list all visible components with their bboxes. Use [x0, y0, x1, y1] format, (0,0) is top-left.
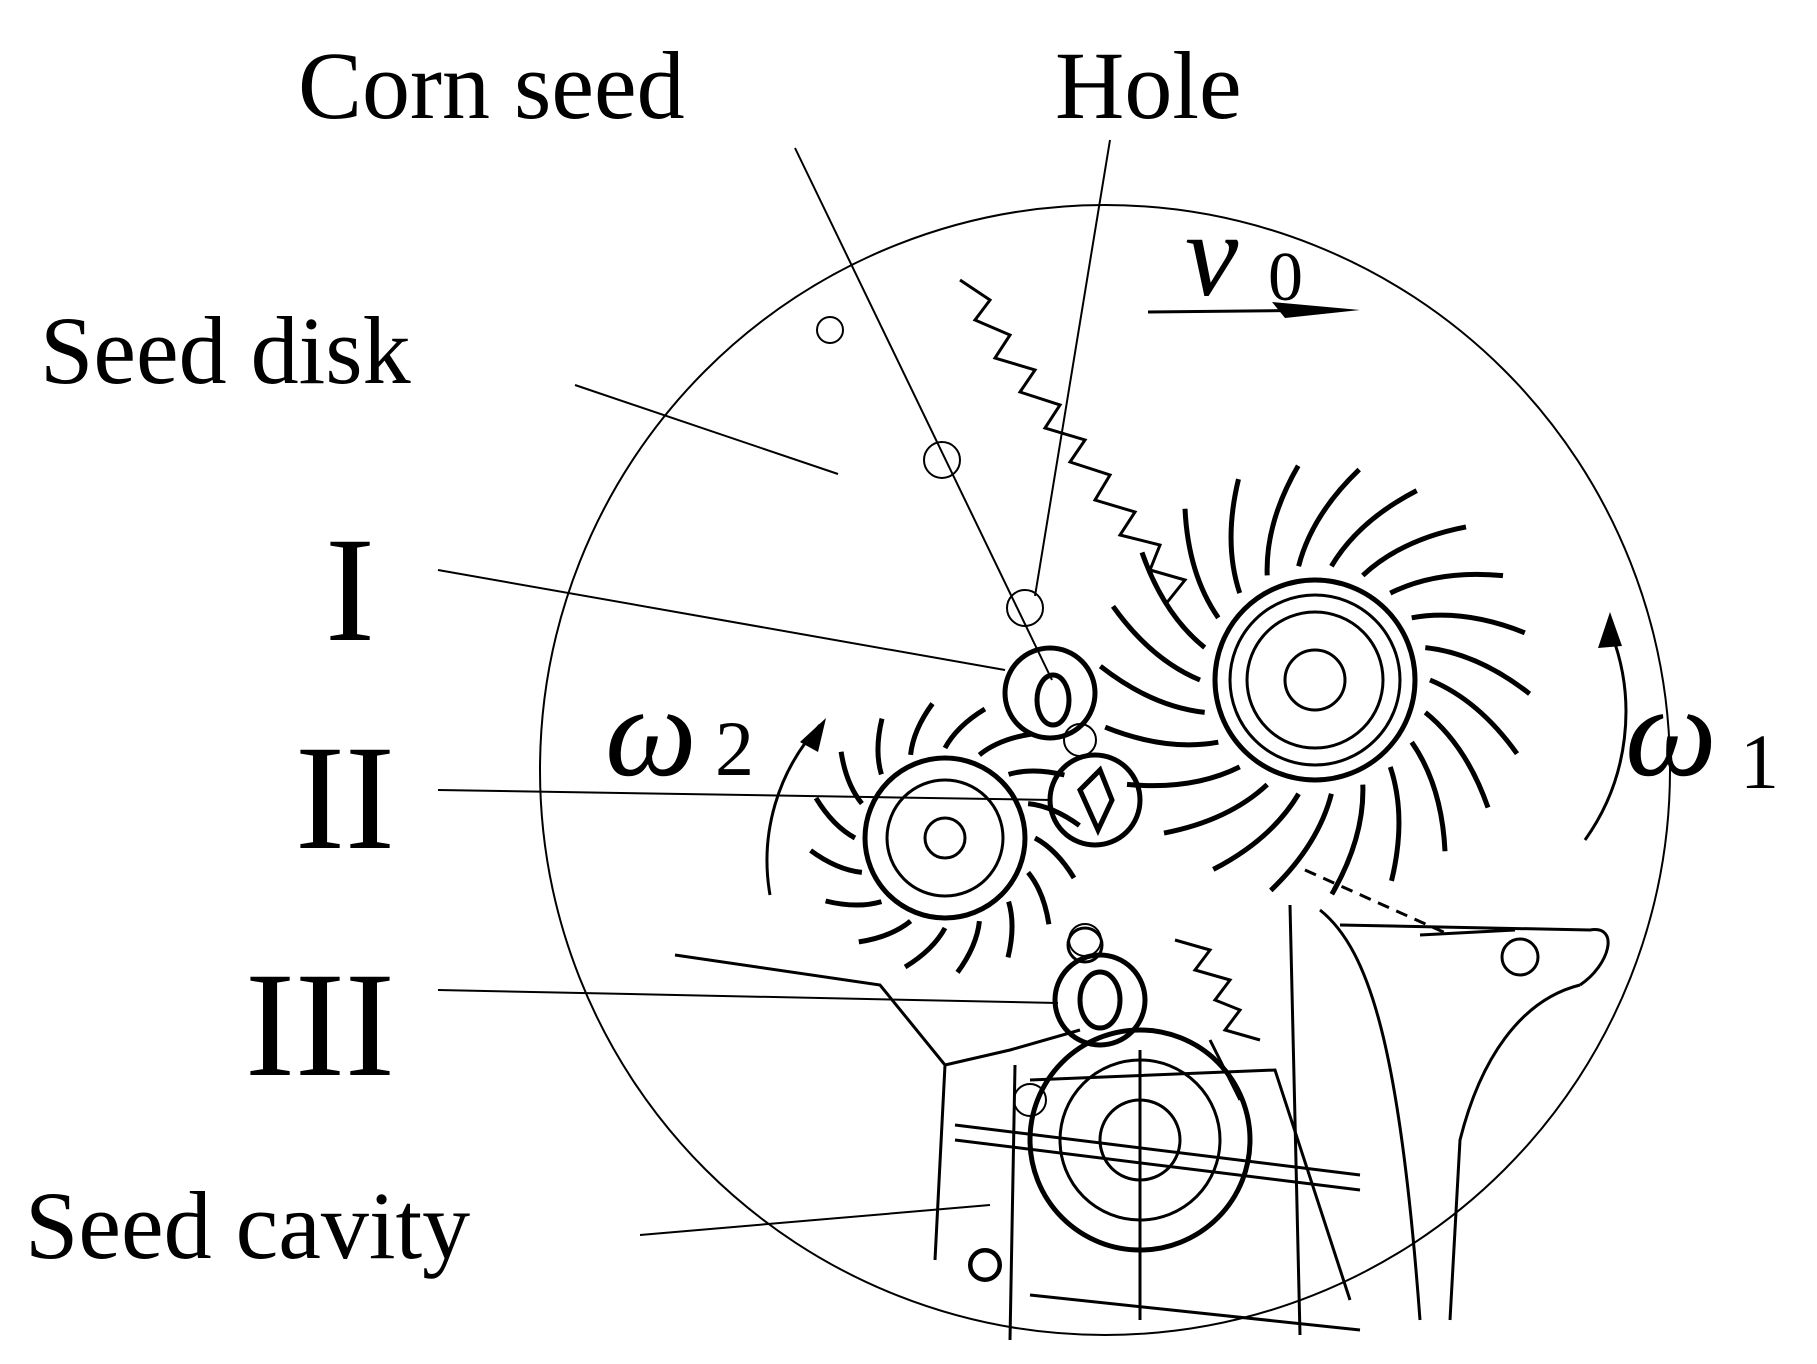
brush-blade — [1110, 604, 1201, 683]
symbol-omega2-subscript: 2 — [715, 705, 754, 792]
symbol-v: v — [1185, 188, 1239, 321]
stage-1-circle — [1002, 645, 1098, 741]
brush-blade — [1212, 792, 1301, 872]
brush-blade — [1163, 782, 1269, 836]
label-corn-seed: Corn seed — [298, 32, 685, 139]
brush-blade — [1389, 571, 1504, 596]
brush-blade — [908, 702, 935, 756]
brush-blade — [1387, 766, 1402, 882]
omega1-arrowhead — [1598, 612, 1622, 648]
label-hole: Hole — [1055, 32, 1242, 139]
brush-blade — [1098, 664, 1205, 715]
label-stage-2: II — [295, 715, 395, 881]
symbol-v-subscript: 0 — [1268, 239, 1303, 316]
stage-2-circle — [1047, 752, 1143, 848]
brush-blade — [1429, 677, 1520, 756]
brush-blade — [1269, 793, 1334, 893]
brush-blade — [1409, 740, 1448, 852]
brush-blade — [1264, 464, 1301, 576]
brush-blade — [1423, 710, 1491, 809]
brush-blade — [903, 926, 948, 970]
brush-blade — [1126, 764, 1241, 789]
label-stage-1: I — [325, 507, 375, 673]
brush-blade — [1026, 870, 1052, 925]
brush-blade — [809, 848, 863, 875]
symbol-omega1-subscript: 1 — [1740, 718, 1779, 805]
seed-disk-outline — [539, 204, 1671, 1336]
label-seed-cavity: Seed cavity — [25, 1172, 470, 1279]
brush-blade — [1329, 784, 1366, 896]
leader-lines — [437, 139, 1111, 1236]
brush-blade — [1228, 478, 1243, 594]
brush-blade — [858, 919, 913, 945]
brush-blade — [1139, 551, 1207, 650]
omega1-arc — [1583, 629, 1628, 841]
label-stage-3: III — [245, 942, 395, 1108]
brush-blade — [977, 731, 1032, 757]
lower-hub — [1027, 1027, 1253, 1253]
small-brush-wheel — [809, 702, 1081, 974]
brush-blade — [1005, 900, 1015, 958]
symbol-omega2: ω — [605, 660, 697, 804]
brush-strip-upper — [959, 278, 1188, 606]
brush-blade — [813, 796, 857, 841]
brush-blade — [1033, 835, 1077, 880]
brush-blade — [1296, 467, 1361, 567]
label-seed-disk: Seed disk — [40, 297, 411, 404]
brush-blade — [1411, 612, 1526, 636]
brush-blade — [1182, 508, 1221, 620]
brush-strip-lower — [1174, 938, 1261, 1042]
brush-blade — [1361, 524, 1467, 578]
brush-blade — [838, 751, 864, 806]
brush-blade — [942, 706, 987, 750]
brush-blade — [1425, 645, 1532, 696]
v0-arrowhead — [1272, 302, 1360, 318]
seed-cavity-housing — [674, 868, 1610, 1341]
brush-blade — [955, 920, 982, 974]
brush-blade — [825, 898, 883, 908]
omega2-arrowhead — [800, 718, 826, 752]
symbol-omega1: ω — [1625, 660, 1717, 804]
stage-markers — [1002, 645, 1148, 1048]
omega2-arc — [765, 723, 822, 896]
brush-blade — [1329, 488, 1418, 568]
brush-blade — [875, 718, 885, 776]
brush-blade — [1104, 724, 1219, 748]
large-brush-wheel — [1098, 464, 1532, 896]
